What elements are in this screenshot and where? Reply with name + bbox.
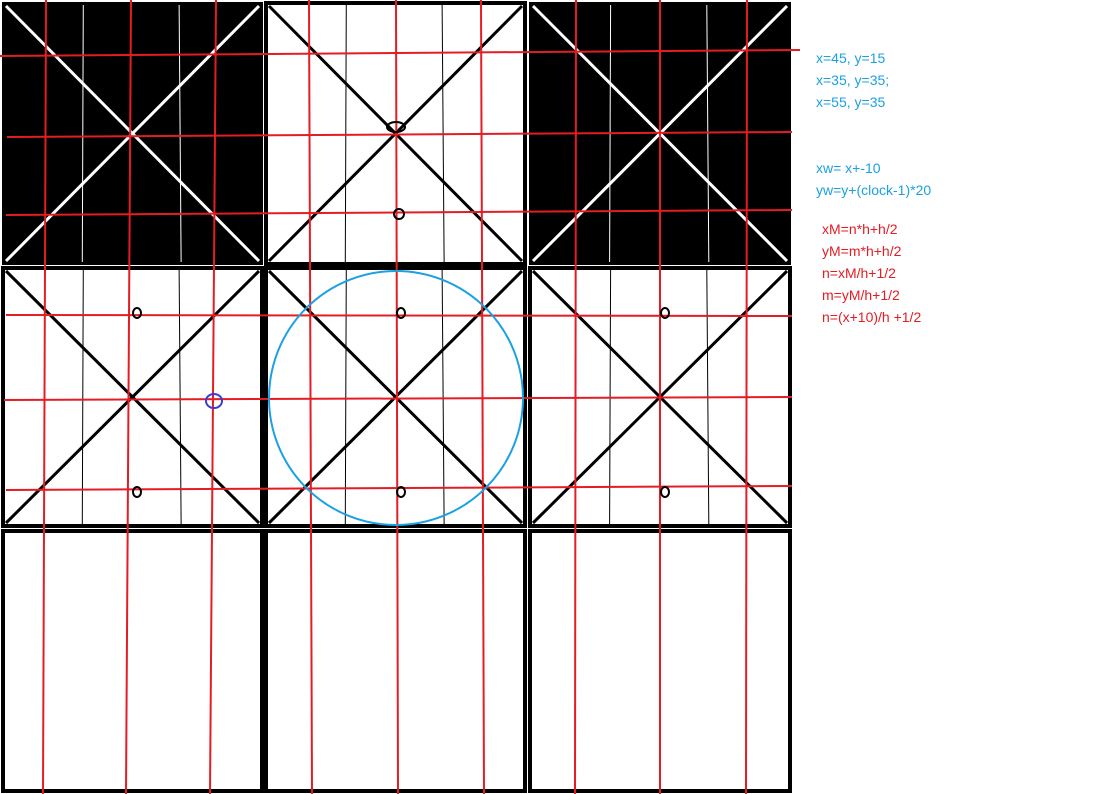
small-ring-marker xyxy=(660,486,670,498)
note-red-4: m=yM/h+1/2 xyxy=(822,287,900,303)
red-vertical-guide xyxy=(480,0,485,794)
tile-hatch-line xyxy=(178,269,182,525)
tile-hatch-line xyxy=(81,4,84,263)
red-horizontal-guide xyxy=(5,209,793,216)
tile-hatch-line xyxy=(81,269,84,525)
tile-r2-c0 xyxy=(1,529,264,793)
small-ring-marker xyxy=(396,307,406,319)
note-blue-4: xw= x+-10 xyxy=(816,160,881,176)
tile-hatch-line xyxy=(441,269,445,525)
note-blue-5: yw=y+(clock-1)*20 xyxy=(816,182,931,198)
red-guide-lines xyxy=(0,0,801,794)
blue-notes: x=45, y=15 x=35, y=35; x=55, y=35 xw= x+… xyxy=(816,50,931,198)
tile-square xyxy=(1,529,264,793)
note-red-5: n=(x+10)/h +1/2 xyxy=(822,309,921,325)
red-horizontal-guide xyxy=(6,131,793,138)
small-ring-marker xyxy=(393,208,405,220)
red-vertical-guide xyxy=(42,0,47,794)
tile-r0-c0 xyxy=(2,2,263,265)
red-notes: xM=n*h+h/2 yM=m*h+h/2 n=xM/h+1/2 m=yM/h+… xyxy=(822,221,921,325)
note-red-1: xM=n*h+h/2 xyxy=(822,221,898,237)
tile-hatch-line xyxy=(344,269,347,525)
small-ring-marker xyxy=(386,121,406,133)
note-blue-2: x=35, y=35; xyxy=(816,72,889,88)
note-red-2: yM=m*h+h/2 xyxy=(822,243,902,259)
note-red-3: n=xM/h+1/2 xyxy=(822,265,896,281)
red-horizontal-guide xyxy=(5,314,793,317)
red-vertical-guide xyxy=(209,0,217,794)
tile-hatch-line xyxy=(178,4,182,263)
small-ring-marker xyxy=(660,307,670,319)
note-blue-3: x=55, y=35 xyxy=(816,94,885,110)
small-ring-marker xyxy=(132,307,142,319)
small-ring-marker xyxy=(132,486,142,498)
red-vertical-guide xyxy=(125,0,132,794)
blue-circle xyxy=(268,270,524,526)
tile-diagonal xyxy=(4,4,261,263)
tile-diagonal xyxy=(4,269,261,525)
red-horizontal-guide xyxy=(0,49,801,57)
tile-r2-c1 xyxy=(264,529,527,793)
tile-r1-c0 xyxy=(1,266,264,528)
tile-hatch-line xyxy=(344,4,347,263)
red-horizontal-guide xyxy=(3,396,793,401)
note-blue-1: x=45, y=15 xyxy=(816,50,885,66)
small-markers xyxy=(132,121,670,498)
small-ring-marker xyxy=(396,486,406,498)
purple-ring-marker xyxy=(205,393,223,409)
red-vertical-guide xyxy=(308,0,313,794)
tile-square xyxy=(264,529,527,793)
